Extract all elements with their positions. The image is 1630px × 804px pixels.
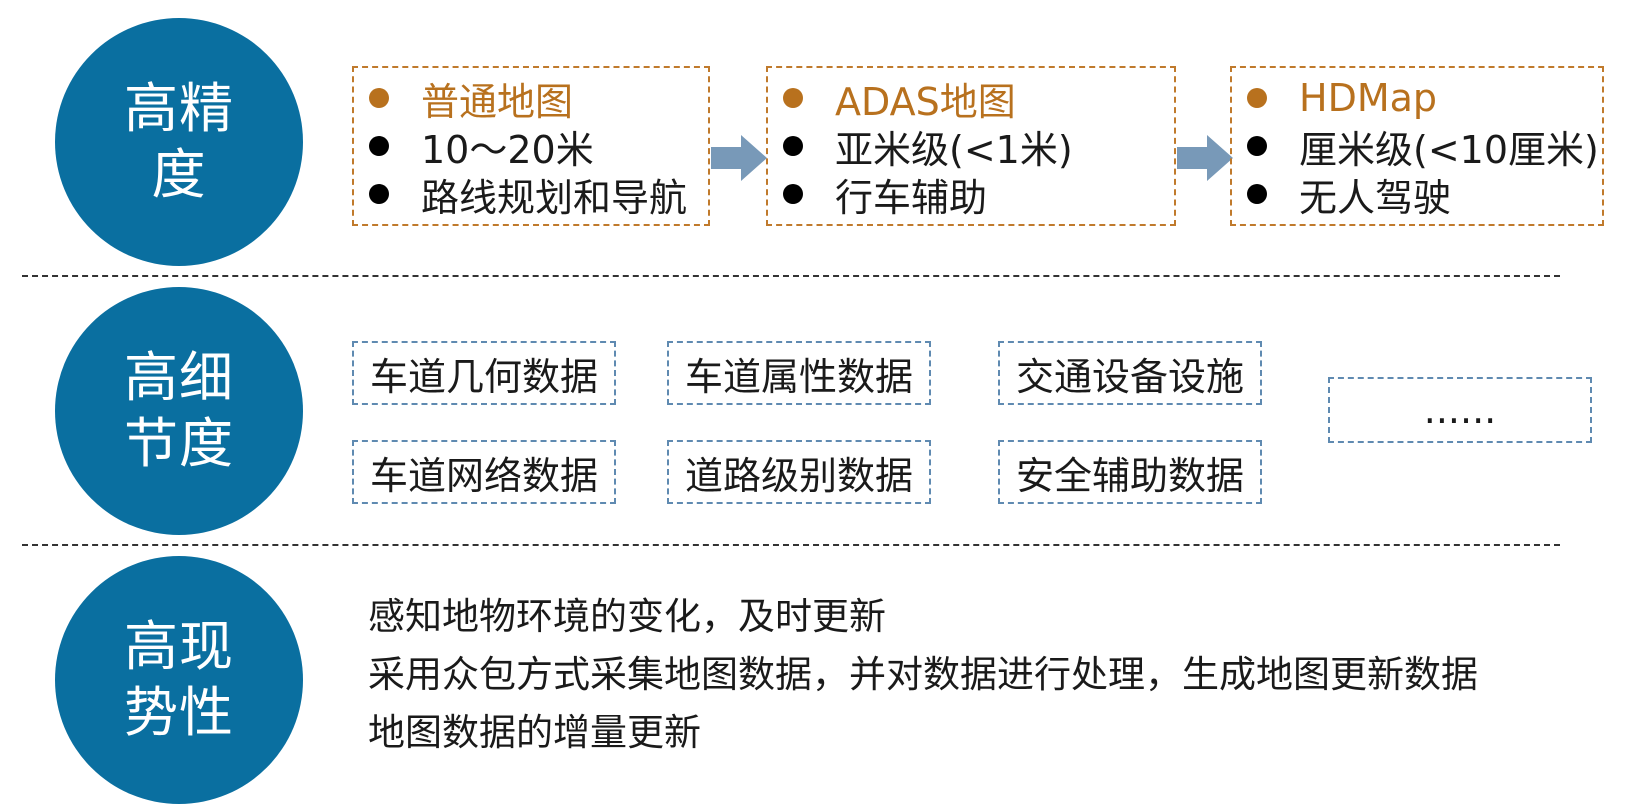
- map-type-title-text: ADAS地图: [835, 79, 1016, 124]
- section-label-line: 高精: [124, 77, 234, 140]
- right-arrow-icon: [711, 135, 767, 181]
- map-type-item: 亚米级(<1米): [778, 122, 1174, 172]
- detail-data-box: 车道网络数据: [352, 440, 616, 504]
- section-divider: [22, 275, 1560, 277]
- bullet-icon: [783, 88, 803, 108]
- map-type-item: 路线规划和导航: [364, 170, 708, 220]
- detail-data-box: 道路级别数据: [667, 440, 931, 504]
- map-type-title: HDMap: [1242, 74, 1602, 122]
- arrow-shape: [711, 135, 767, 181]
- bullet-icon: [369, 136, 389, 156]
- detail-more-box: ......: [1328, 377, 1592, 443]
- map-type-box-adas: ADAS地图 亚米级(<1米) 行车辅助: [766, 66, 1176, 226]
- bullet-icon: [1247, 136, 1267, 156]
- section-label-detail: 高细 节度: [55, 287, 303, 535]
- arrow-shape: [1177, 135, 1233, 181]
- map-type-item: 行车辅助: [778, 170, 1174, 220]
- section-label-line: 势性: [124, 681, 234, 744]
- map-type-item-text: 无人驾驶: [1299, 175, 1452, 220]
- bullet-icon: [1247, 88, 1267, 108]
- freshness-line: 感知地物环境的变化，及时更新: [368, 595, 886, 638]
- map-type-item: 厘米级(<10厘米): [1242, 122, 1602, 172]
- section-divider: [22, 544, 1560, 546]
- section-label-line: 节度: [124, 412, 234, 475]
- bullet-icon: [369, 88, 389, 108]
- map-type-box-standard: 普通地图 10～20米 路线规划和导航: [352, 66, 710, 226]
- map-type-item-text: 行车辅助: [835, 175, 988, 220]
- bullet-icon: [369, 184, 389, 204]
- map-type-item: 无人驾驶: [1242, 170, 1602, 220]
- section-label-line: 度: [151, 143, 207, 206]
- detail-data-box: 交通设备设施: [998, 341, 1262, 405]
- section-label-line: 高现: [124, 615, 234, 678]
- freshness-line: 地图数据的增量更新: [368, 711, 701, 754]
- detail-data-box: 车道属性数据: [667, 341, 931, 405]
- detail-data-box: 车道几何数据: [352, 341, 616, 405]
- section-label-line: 高细: [124, 346, 234, 409]
- section-label-precision: 高精 度: [55, 18, 303, 266]
- map-type-item-text: 亚米级(<1米): [835, 127, 1073, 172]
- map-type-item-text: 路线规划和导航: [421, 175, 688, 220]
- map-type-item-text: 厘米级(<10厘米): [1299, 127, 1599, 172]
- freshness-description: 感知地物环境的变化，及时更新 采用众包方式采集地图数据，并对数据进行处理，生成地…: [368, 588, 1478, 762]
- map-type-title: 普通地图: [364, 74, 708, 124]
- map-type-box-hdmap: HDMap 厘米级(<10厘米) 无人驾驶: [1230, 66, 1604, 226]
- bullet-icon: [1247, 184, 1267, 204]
- map-type-item-text: 10～20米: [421, 127, 594, 172]
- map-type-title: ADAS地图: [778, 74, 1174, 124]
- map-type-title-text: 普通地图: [421, 79, 574, 124]
- bullet-icon: [783, 184, 803, 204]
- right-arrow-icon: [1177, 135, 1233, 181]
- map-type-item: 10～20米: [364, 122, 708, 172]
- bullet-icon: [783, 136, 803, 156]
- map-type-title-text: HDMap: [1299, 76, 1438, 120]
- freshness-line: 采用众包方式采集地图数据，并对数据进行处理，生成地图更新数据: [368, 653, 1478, 696]
- section-label-freshness: 高现 势性: [55, 556, 303, 804]
- detail-data-box: 安全辅助数据: [998, 440, 1262, 504]
